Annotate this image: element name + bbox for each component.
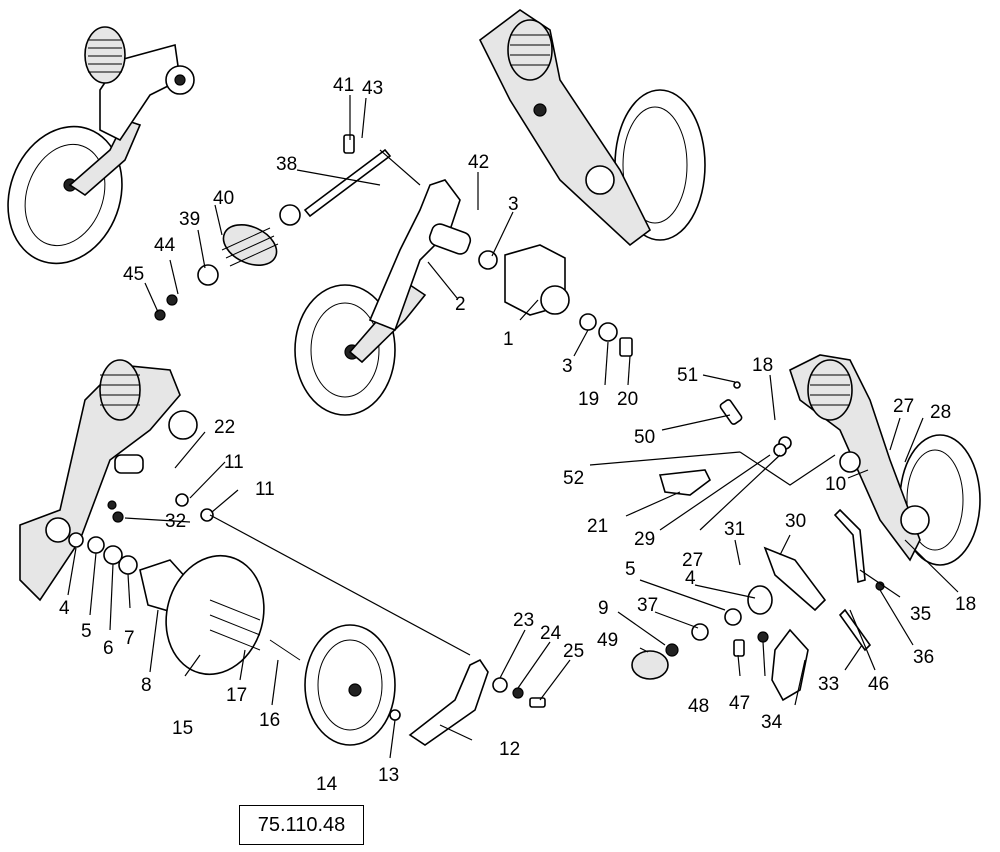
callout-7: 7 <box>124 628 135 649</box>
callout-2: 2 <box>455 294 466 315</box>
left-bottom-assembly <box>19 359 546 746</box>
callout-30: 30 <box>785 511 806 532</box>
callout-11-lower: 11 <box>255 479 275 500</box>
callout-11-upper: 11 <box>224 452 244 473</box>
callout-32: 32 <box>165 511 186 532</box>
callout-37: 37 <box>637 595 658 616</box>
callout-9: 9 <box>598 598 609 619</box>
callout-4-right: 4 <box>685 568 696 589</box>
leader-lines <box>67 95 959 759</box>
callout-42: 42 <box>468 152 489 173</box>
callout-3-lower: 3 <box>562 356 573 377</box>
callout-39: 39 <box>179 209 200 230</box>
callout-31: 31 <box>724 519 745 540</box>
callout-40: 40 <box>213 188 234 209</box>
callout-8: 8 <box>141 675 152 696</box>
callout-14: 14 <box>316 774 338 795</box>
callout-6: 6 <box>103 638 114 659</box>
callout-51: 51 <box>677 365 698 386</box>
callout-38: 38 <box>276 154 297 175</box>
callout-10: 10 <box>825 474 846 495</box>
callout-49: 49 <box>597 630 618 651</box>
callout-4-left: 4 <box>59 598 70 619</box>
callout-44: 44 <box>154 235 176 256</box>
callout-36: 36 <box>913 647 934 668</box>
callout-15: 15 <box>172 718 193 739</box>
callout-18-upper: 18 <box>752 355 773 376</box>
callout-28: 28 <box>930 402 951 423</box>
callout-17: 17 <box>226 685 247 706</box>
callout-34: 34 <box>761 712 783 733</box>
callout-41: 41 <box>333 75 354 96</box>
callout-46: 46 <box>868 674 889 695</box>
callout-21: 21 <box>587 516 608 537</box>
callout-1: 1 <box>503 329 514 350</box>
reference-code-box: 75.110.48 <box>239 805 364 845</box>
center-assembly <box>154 134 633 416</box>
right-bottom-assembly <box>631 354 981 702</box>
callout-24: 24 <box>540 623 562 644</box>
callout-47: 47 <box>729 693 750 714</box>
callout-labels: 41 43 38 42 3 39 40 44 45 2 1 3 19 20 51… <box>59 75 976 795</box>
callout-43: 43 <box>362 78 383 99</box>
callout-27-lower: 27 <box>682 550 703 571</box>
callout-48: 48 <box>688 696 709 717</box>
callout-18-lower: 18 <box>955 594 976 615</box>
callout-23: 23 <box>513 610 534 631</box>
callout-25: 25 <box>563 641 584 662</box>
callout-22: 22 <box>214 417 235 438</box>
callout-52: 52 <box>563 468 584 489</box>
callout-12: 12 <box>499 739 520 760</box>
callout-5-left: 5 <box>81 621 92 642</box>
callout-27-upper: 27 <box>893 396 914 417</box>
assembled-unit-top-right <box>478 9 706 247</box>
callout-19: 19 <box>578 389 599 410</box>
callout-13: 13 <box>378 765 399 786</box>
callout-50: 50 <box>634 427 655 448</box>
callout-5-right: 5 <box>625 559 636 580</box>
callout-45: 45 <box>123 264 144 285</box>
callout-3: 3 <box>508 194 519 215</box>
callout-33: 33 <box>818 674 839 695</box>
assembled-unit-top-left <box>7 26 195 265</box>
reference-code: 75.110.48 <box>257 813 346 836</box>
callout-29: 29 <box>634 529 655 550</box>
callout-20: 20 <box>617 389 638 410</box>
callout-35: 35 <box>910 604 931 625</box>
callout-16: 16 <box>259 710 280 731</box>
